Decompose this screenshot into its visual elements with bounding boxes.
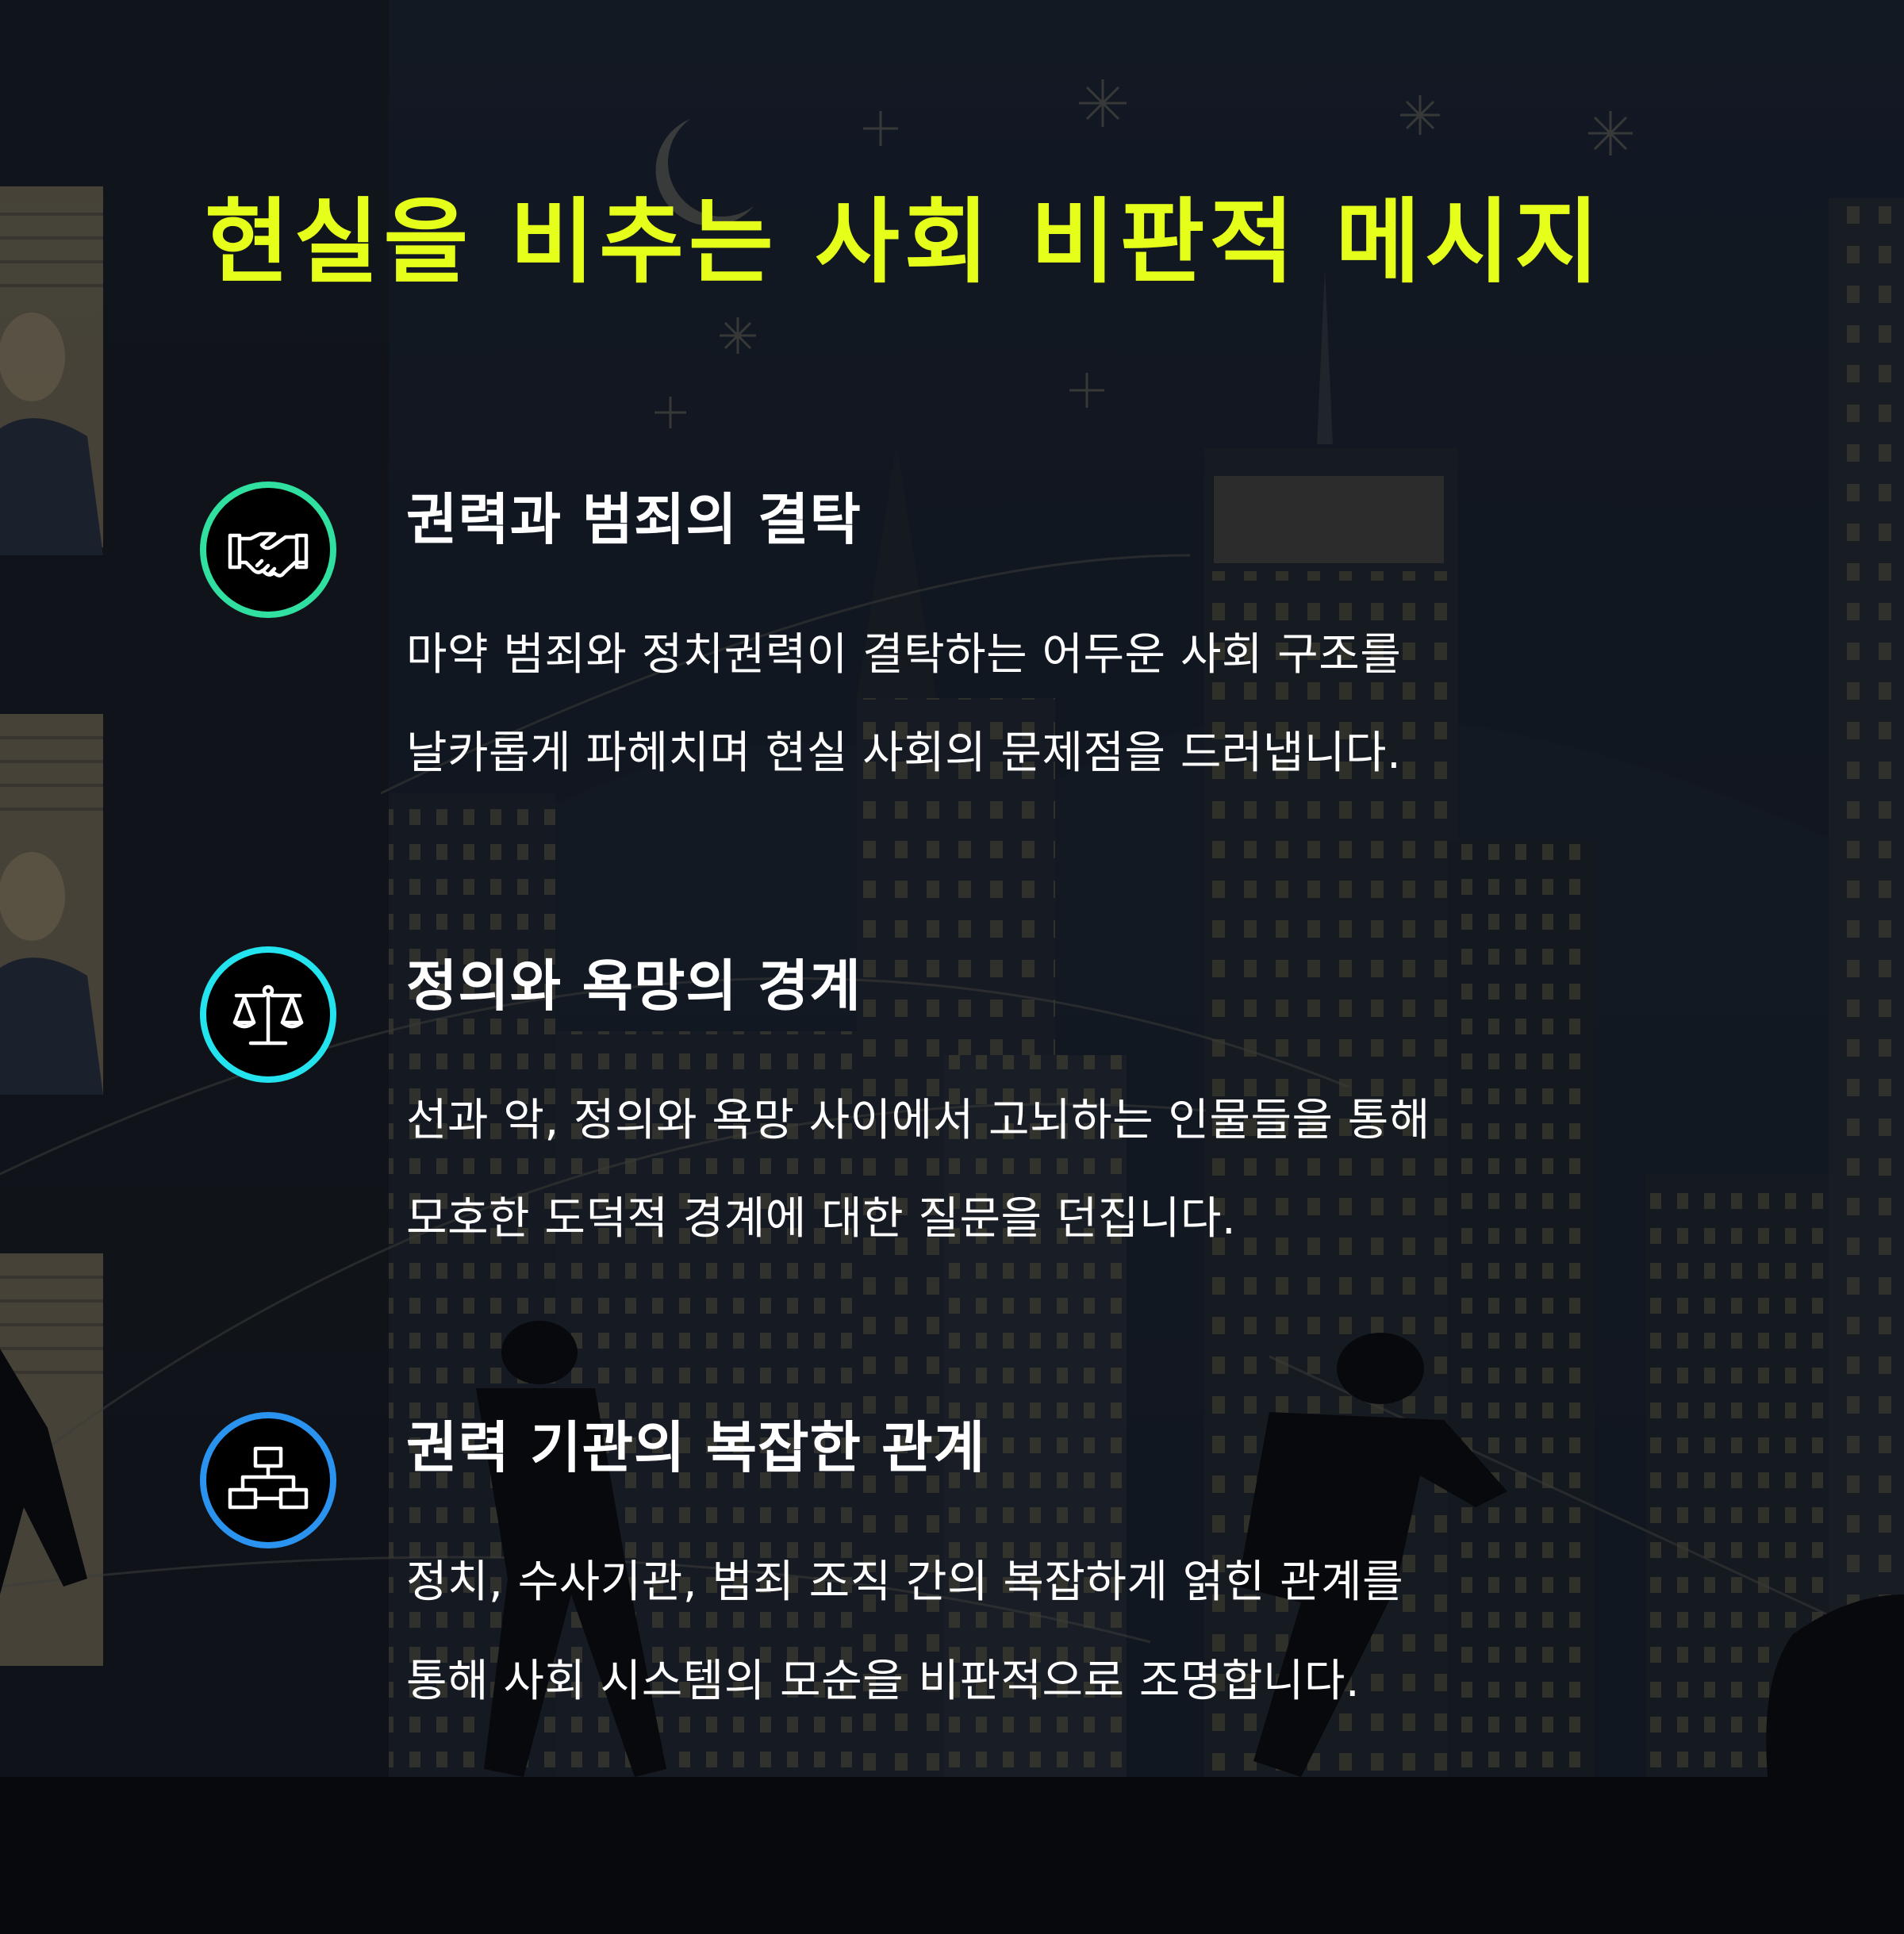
icon-badge <box>200 482 336 618</box>
section-description-line: 날카롭게 파헤치며 현실 사회의 문제점을 드러냅니다. <box>406 727 1402 779</box>
scales-icon <box>232 984 304 1046</box>
section-heading: 권력 기관의 복잡한 관계 <box>406 1415 986 1480</box>
icon-badge <box>200 946 336 1083</box>
section-description-line: 통해 사회 시스템의 모순을 비판적으로 조명합니다. <box>406 1656 1361 1707</box>
section-heading: 정의와 욕망의 경계 <box>406 954 862 1019</box>
portrait-frames <box>0 186 103 1666</box>
stars <box>654 79 1633 428</box>
page-title: 현실을 비추는 사회 비판적 메시지 <box>205 189 1604 296</box>
section-description-line: 정치, 수사기관, 범죄 조직 간의 복잡하게 얽힌 관계를 <box>406 1556 1404 1608</box>
section-description-line: 마약 범죄와 정치권력이 결탁하는 어두운 사회 구조를 <box>406 629 1402 681</box>
icon-badge <box>200 1412 336 1548</box>
section-heading: 권력과 범죄의 결탁 <box>406 487 862 552</box>
moon-icon <box>655 119 754 226</box>
section-description-line: 선과 악, 정의와 욕망 사이에서 고뇌하는 인물들을 통해 <box>406 1095 1430 1146</box>
network-icon <box>228 1446 309 1510</box>
handshake-icon <box>228 531 309 578</box>
section-description-line: 모호한 도덕적 경계에 대한 질문을 던집니다. <box>406 1193 1237 1245</box>
silhouettes <box>0 1321 1904 1934</box>
